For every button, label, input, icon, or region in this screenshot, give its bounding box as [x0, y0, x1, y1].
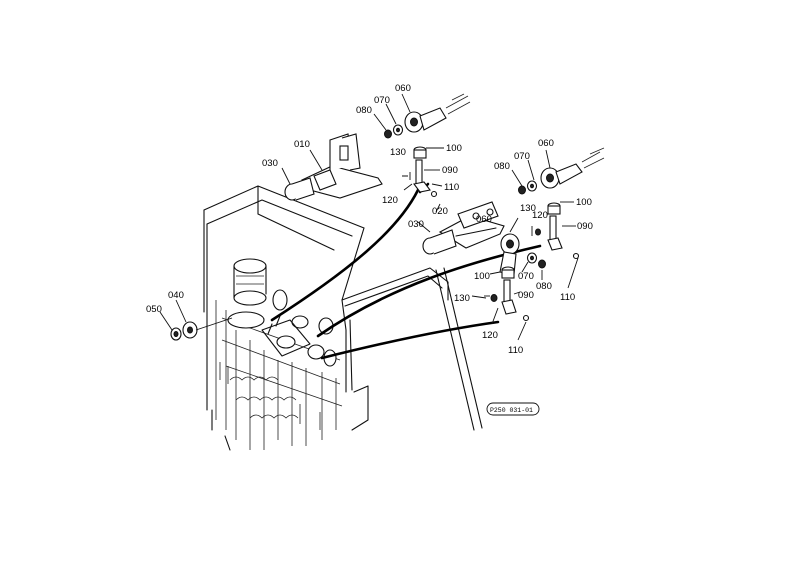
callout-080: 080 [494, 161, 510, 172]
callout-090: 090 [442, 165, 458, 176]
callout-070: 070 [518, 271, 534, 282]
callout-120: 120 [482, 330, 498, 341]
callout-070: 070 [374, 95, 390, 106]
bracket-010 [284, 133, 383, 201]
callout-100: 100 [474, 271, 490, 282]
callout-060: 060 [476, 214, 492, 225]
leader-lines [159, 93, 579, 341]
callout-120: 120 [382, 195, 398, 206]
callout-090: 090 [518, 290, 534, 301]
ball-joint-assembly-c [484, 233, 546, 322]
callout-130: 130 [454, 293, 470, 304]
callout-040: 040 [168, 290, 184, 301]
callout-030: 030 [262, 158, 278, 169]
callout-110: 110 [444, 182, 459, 193]
bracket-020 [422, 201, 505, 255]
callout-labels: 010 030 060 070 080 130 100 090 110 120 … [146, 83, 593, 356]
callout-130: 130 [520, 203, 536, 214]
figure-reference: P250 031-01 [486, 402, 540, 416]
callout-100: 100 [446, 143, 462, 154]
figure-ref-label: P250 031-01 [490, 407, 533, 414]
callout-060: 060 [538, 138, 554, 149]
ball-joint-assembly-b [518, 147, 605, 260]
callout-060: 060 [395, 83, 411, 94]
ball-joint-assembly-a [384, 93, 471, 198]
callout-110: 110 [560, 292, 575, 303]
engine-housing [203, 185, 369, 451]
callout-030: 030 [408, 219, 424, 230]
callout-080: 080 [356, 105, 372, 116]
callout-100: 100 [576, 197, 592, 208]
callout-070: 070 [514, 151, 530, 162]
callout-090: 090 [577, 221, 593, 232]
callout-050: 050 [146, 304, 162, 315]
callout-130: 130 [390, 147, 406, 158]
callout-010: 010 [294, 139, 310, 150]
callout-120: 120 [532, 210, 548, 221]
washer-nut-left [170, 317, 233, 341]
callout-110: 110 [508, 345, 523, 356]
callout-080: 080 [536, 281, 552, 292]
callout-020: 020 [432, 206, 448, 217]
